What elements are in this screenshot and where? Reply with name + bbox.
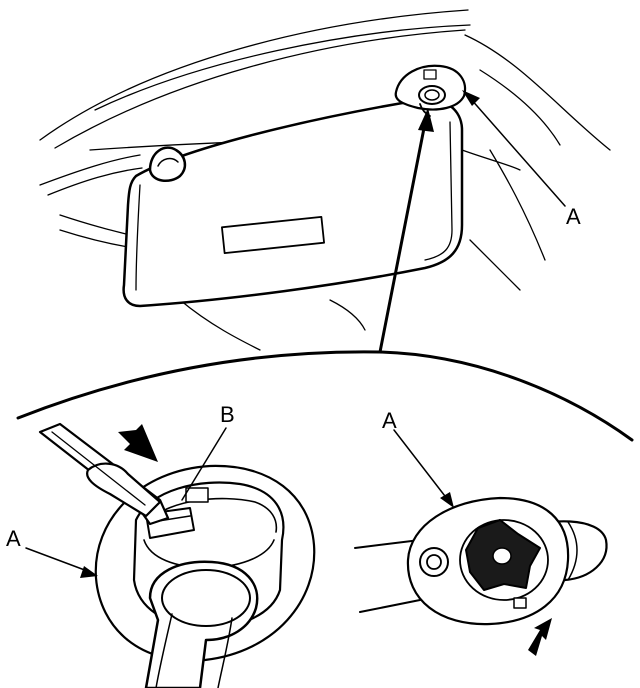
callout-a-right-leader: [393, 429, 454, 508]
callout-b: B: [220, 402, 235, 427]
push-arrow-right: [528, 618, 552, 656]
visor-body: [122, 98, 464, 308]
headliner-lines: [39, 9, 611, 351]
callout-b-leader: [181, 427, 227, 501]
callout-a-top: A: [566, 204, 581, 229]
callout-a-left: A: [6, 526, 21, 551]
magnify-connector-arrow: [378, 108, 434, 354]
visor-inner-edge: [135, 184, 141, 291]
top-mount-bracket: [394, 64, 467, 117]
right-detail-mount: [354, 496, 608, 656]
visor-hook: [148, 146, 187, 183]
vanity-mirror-cover: [221, 215, 325, 255]
sun-visor: [122, 98, 464, 308]
callout-a-top-leader: [462, 90, 566, 207]
left-detail-clip-release: [38, 422, 316, 688]
magnification-boundary-arc: [16, 350, 634, 442]
callout-a-left-leader: [25, 547, 98, 578]
callout-a-right: A: [382, 408, 397, 433]
push-arrow-left: [118, 424, 158, 462]
visor-inner-edge-right: [424, 121, 453, 261]
